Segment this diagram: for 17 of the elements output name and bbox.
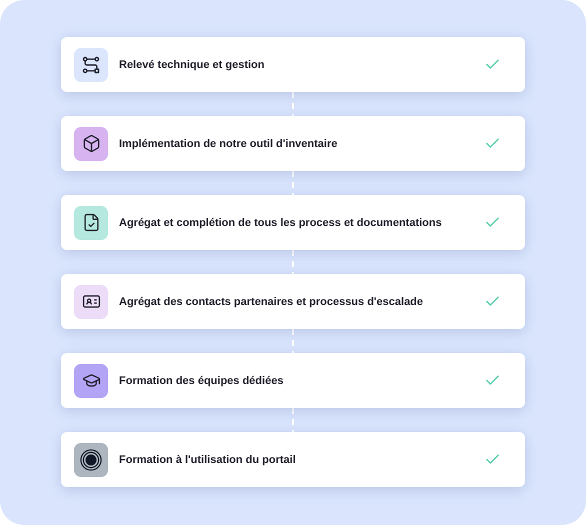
step-card <box>61 274 525 329</box>
step-title: Relevé technique et gestion <box>119 58 264 72</box>
step-card <box>61 353 525 408</box>
step-title: Formation des équipes dédiées <box>119 374 284 388</box>
dashed-connector <box>292 171 294 195</box>
dashed-connector <box>292 250 294 274</box>
step-title: Implémentation de notre outil d'inventaire <box>119 136 338 150</box>
dashed-connector <box>292 329 294 353</box>
step-title: Formation à l'utilisation du portail <box>119 452 296 466</box>
step-card <box>61 195 525 250</box>
step-title: Agrégat des contacts partenaires et processus d'escalade <box>119 294 424 308</box>
step-card <box>61 432 525 487</box>
dashed-connector <box>292 92 294 116</box>
step-title: Agrégat et complétion de tous les process et documentations <box>119 216 442 230</box>
step-card <box>61 116 525 171</box>
step-card <box>61 37 525 92</box>
dashed-connector <box>292 408 294 432</box>
